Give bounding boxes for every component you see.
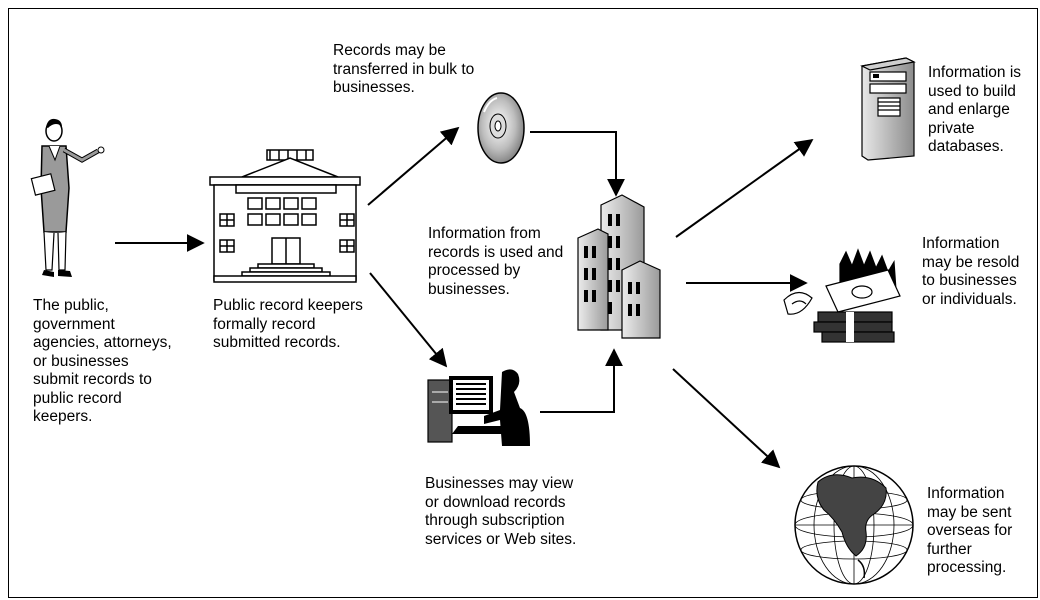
arrow-cd-to-buildings — [530, 131, 625, 197]
label-record-keepers: Public record keepers formally record su… — [213, 297, 363, 351]
arrow-buildings-to-server — [675, 138, 814, 238]
arrow-computer-to-buildings — [540, 348, 623, 413]
woman-presenter-icon — [30, 118, 105, 277]
arrow-buildings-to-globe — [672, 368, 781, 469]
compact-disc-icon — [477, 92, 525, 164]
label-private-databases: Information is used to build and enlarge… — [928, 64, 1022, 155]
diagram-frame — [8, 8, 1038, 598]
flow-arrows — [115, 126, 814, 469]
arrow-keepers-to-computer — [369, 272, 448, 368]
arrow-keepers-to-cd — [367, 126, 460, 206]
courthouse-icon — [209, 149, 361, 283]
label-resold: Information may be resold to businesses … — [922, 235, 1020, 308]
server-tower-icon — [860, 57, 916, 161]
label-overseas: Information may be sent overseas for fur… — [927, 485, 1013, 576]
office-buildings-icon — [577, 194, 661, 339]
globe-icon — [794, 465, 914, 585]
money-stack-icon — [783, 248, 901, 343]
label-bulk-transfer: Records may be transferred in bulk to bu… — [333, 42, 475, 96]
label-submitters: The public, government agencies, attorne… — [33, 297, 172, 425]
label-online-access: Businesses may view or download records … — [425, 475, 577, 548]
computer-user-icon — [427, 369, 530, 446]
label-processing: Information from records is used and pro… — [428, 225, 564, 298]
